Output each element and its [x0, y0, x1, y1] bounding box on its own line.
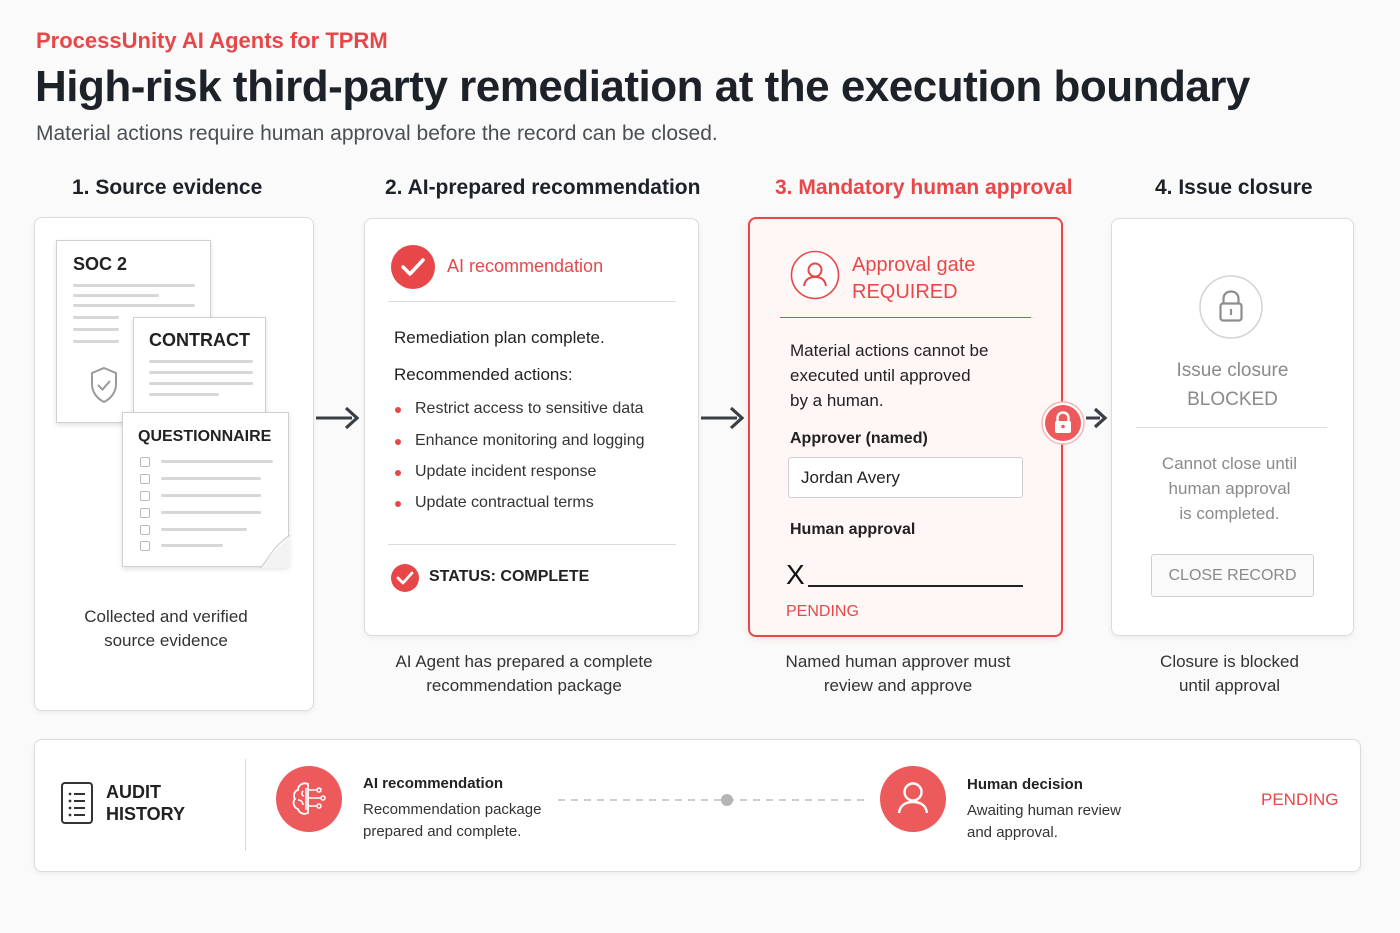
approver-label: Approver (named)	[790, 430, 928, 447]
approval-gate-title: Approval gate REQUIRED	[852, 252, 975, 306]
divider	[388, 301, 676, 302]
action-text: Update contractual terms	[415, 494, 594, 511]
approval-desc-line1: Material actions cannot be	[790, 341, 989, 360]
step-2-heading: 2. AI-prepared recommendation	[385, 176, 701, 199]
audit-label-line1: AUDIT	[106, 782, 161, 802]
bullet-dot	[395, 407, 401, 413]
audit-history-label: AUDIT HISTORY	[106, 781, 185, 825]
signature-label: Human approval	[790, 521, 916, 538]
ai-brain-icon	[276, 766, 342, 832]
step-1-heading: 1. Source evidence	[72, 176, 263, 199]
audit-history-panel	[34, 739, 1361, 872]
arrow-right-icon	[701, 406, 745, 430]
bullet-dot	[395, 501, 401, 507]
step-4-heading: 4. Issue closure	[1155, 176, 1313, 199]
signature-line[interactable]	[808, 585, 1023, 587]
closure-desc-line1: Cannot close until	[1161, 454, 1298, 473]
shield-icon	[91, 366, 117, 404]
action-item: Restrict access to sensitive data	[395, 400, 644, 418]
step-3-caption: Named human approver must review and app…	[748, 650, 1048, 698]
person-icon	[880, 766, 946, 832]
audit-label-line2: HISTORY	[106, 804, 186, 824]
approval-state: PENDING	[786, 603, 859, 620]
status-check-icon	[391, 564, 419, 592]
approval-desc-line2: executed until approved	[790, 366, 971, 385]
step-3-caption-line2: review and approve	[823, 676, 973, 695]
eyebrow: ProcessUnity AI Agents for TPRM	[36, 28, 388, 53]
evidence-note-line2: source evidence	[104, 631, 228, 650]
step-2-caption: AI Agent has prepared a complete recomme…	[364, 650, 684, 698]
recommendation-title: AI recommendation	[447, 256, 604, 276]
lock-arrow-icon	[1041, 401, 1108, 445]
approval-description: Material actions cannot be executed unti…	[790, 338, 988, 413]
closure-title: Issue closure	[1176, 360, 1289, 381]
step-4-caption: Closure is blocked until approval	[1111, 650, 1348, 698]
step-4-caption-line2: until approval	[1178, 676, 1281, 695]
action-text: Enhance monitoring and logging	[415, 432, 645, 449]
signature-mark: X	[786, 559, 805, 590]
user-icon	[790, 250, 840, 300]
step-2-caption-line2: recommendation package	[426, 676, 622, 695]
timeline-connector	[558, 794, 866, 806]
action-item: Enhance monitoring and logging	[395, 432, 645, 450]
audit-ai-description: Recommendation package prepared and comp…	[363, 799, 541, 843]
step-2-caption-line1: AI Agent has prepared a complete	[395, 652, 653, 671]
audit-status-badge: PENDING	[1261, 790, 1339, 809]
check-circle-icon	[391, 245, 435, 289]
contract-title: CONTRACT	[149, 330, 250, 350]
action-item: Update incident response	[395, 463, 596, 481]
approval-desc-line3: by a human.	[790, 391, 884, 410]
divider	[388, 544, 676, 545]
closure-description: Cannot close until human approval is com…	[1111, 451, 1348, 526]
close-record-button[interactable]: CLOSE RECORD	[1151, 554, 1314, 597]
contract-document[interactable]: CONTRACT	[133, 317, 266, 415]
action-text: Update incident response	[415, 463, 597, 480]
audit-human-desc-line2: and approval.	[967, 824, 1058, 841]
questionnaire-title: QUESTIONNAIRE	[138, 428, 272, 445]
audit-human-title: Human decision	[967, 776, 1083, 793]
audit-human-description: Awaiting human review and approval.	[967, 800, 1121, 844]
divider	[780, 317, 1031, 318]
divider	[245, 759, 246, 851]
questionnaire-document[interactable]: QUESTIONNAIRE	[122, 412, 290, 568]
recommendation-intro: Remediation plan complete.	[394, 328, 605, 347]
closure-desc-line2: human approval	[1168, 479, 1291, 498]
status-badge: STATUS: COMPLETE	[429, 568, 590, 585]
approval-gate-required: REQUIRED	[852, 281, 958, 303]
evidence-note-line1: Collected and verified	[84, 607, 248, 626]
actions-label: Recommended actions:	[394, 365, 573, 384]
page-curl-icon	[260, 535, 290, 568]
soc2-title: SOC 2	[73, 254, 128, 274]
action-item: Update contractual terms	[395, 494, 594, 512]
action-text: Restrict access to sensitive data	[415, 400, 644, 417]
arrow-right-icon	[316, 406, 360, 430]
closure-blocked: BLOCKED	[1187, 389, 1278, 410]
page-title: High-risk third-party remediation at the…	[35, 62, 1250, 111]
bullet-dot	[395, 470, 401, 476]
audit-ai-desc-line1: Recommendation package	[363, 801, 542, 818]
document-list-icon	[61, 782, 93, 824]
audit-ai-title: AI recommendation	[363, 775, 504, 792]
divider	[1136, 427, 1327, 428]
step-3-heading: 3. Mandatory human approval	[775, 176, 1073, 199]
closure-status: Issue closure BLOCKED	[1111, 356, 1354, 414]
lock-icon	[1199, 275, 1263, 339]
audit-ai-desc-line2: prepared and complete.	[363, 823, 522, 840]
bullet-dot	[395, 439, 401, 445]
audit-human-desc-line1: Awaiting human review	[967, 802, 1121, 819]
page-subtitle: Material actions require human approval …	[36, 122, 718, 145]
closure-desc-line3: is completed.	[1179, 504, 1280, 523]
evidence-note: Collected and verified source evidence	[34, 605, 298, 653]
step-3-caption-line1: Named human approver must	[785, 652, 1011, 671]
approver-field[interactable]: Jordan Avery	[788, 457, 1023, 498]
step-4-caption-line1: Closure is blocked	[1160, 652, 1299, 671]
approval-gate-title-line1: Approval gate	[852, 254, 976, 276]
